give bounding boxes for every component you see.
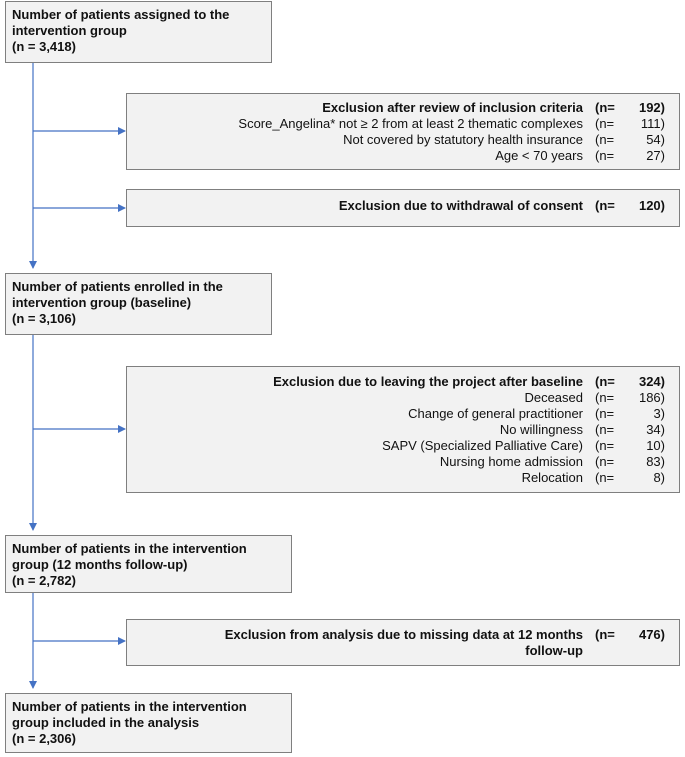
assigned-box: Number of patients assigned to the inter…	[5, 1, 272, 63]
n-value: 186)	[638, 390, 665, 405]
exclusion-title: Exclusion after review of inclusion crit…	[322, 100, 583, 115]
n-prefix: (n=	[595, 390, 615, 405]
enrolled-line2: intervention group (baseline)	[12, 295, 192, 310]
enrolled-line1: Number of patients enrolled in the	[12, 279, 223, 294]
followup-box: Number of patients in the intervention g…	[5, 535, 292, 593]
exclusion-item-label: Relocation	[521, 470, 583, 485]
exclusion-missing-data-box: Exclusion from analysis due to missing d…	[126, 619, 680, 666]
exclusion-item: Not covered by statutory health insuranc…	[127, 132, 679, 148]
assigned-n: (n = 3,418)	[12, 39, 76, 54]
exclusion-item-label: Change of general practitioner	[408, 406, 583, 421]
exclusion-item: Deceased (n= 186)	[127, 390, 679, 406]
analysis-box: Number of patients in the intervention g…	[5, 693, 292, 753]
exclusion-missing-data-header: Exclusion from analysis due to missing d…	[127, 627, 679, 643]
n-prefix: (n=	[595, 454, 615, 469]
enrolled-n: (n = 3,106)	[12, 311, 76, 326]
exclusion-leaving-box: Exclusion due to leaving the project aft…	[126, 366, 680, 493]
exclusion-title: Exclusion due to leaving the project aft…	[273, 374, 583, 389]
exclusion-consent-box: Exclusion due to withdrawal of consent (…	[126, 189, 680, 227]
n-value: 54)	[646, 132, 665, 147]
n-value: 120)	[638, 198, 665, 213]
n-value: 476)	[638, 627, 665, 642]
n-value: 324)	[638, 374, 665, 389]
exclusion-inclusion-criteria-box: Exclusion after review of inclusion crit…	[126, 93, 680, 170]
exclusion-item: Score_Angelina* not ≥ 2 from at least 2 …	[127, 116, 679, 132]
assigned-line2: intervention group	[12, 23, 127, 38]
n-prefix: (n=	[595, 132, 615, 147]
followup-n: (n = 2,782)	[12, 573, 76, 588]
n-prefix: (n=	[595, 148, 615, 163]
exclusion-item: Relocation (n= 8)	[127, 470, 679, 486]
exclusion-item: No willingness (n= 34)	[127, 422, 679, 438]
n-value: 10)	[646, 438, 665, 453]
exclusion-item-label: Age < 70 years	[495, 148, 583, 163]
exclusion-leaving-header: Exclusion due to leaving the project aft…	[127, 374, 679, 390]
exclusion-item: Nursing home admission (n= 83)	[127, 454, 679, 470]
exclusion-item-label: Deceased	[524, 390, 583, 405]
analysis-line1: Number of patients in the intervention	[12, 699, 247, 714]
n-value: 111)	[640, 116, 665, 131]
n-value: 8)	[653, 470, 665, 485]
followup-line1: Number of patients in the intervention	[12, 541, 247, 556]
exclusion-title: Exclusion due to withdrawal of consent	[338, 198, 583, 213]
analysis-n: (n = 2,306)	[12, 731, 76, 746]
exclusion-item-label: Nursing home admission	[439, 454, 583, 469]
assigned-line1: Number of patients assigned to the	[12, 7, 230, 22]
n-prefix: (n=	[595, 116, 615, 131]
followup-line2: group (12 months follow-up)	[12, 557, 188, 572]
n-value: 192)	[638, 100, 665, 115]
exclusion-item: SAPV (Specialized Palliative Care) (n= 1…	[127, 438, 679, 454]
exclusion-consent-header: Exclusion due to withdrawal of consent (…	[127, 198, 679, 214]
enrolled-box: Number of patients enrolled in the inter…	[5, 273, 272, 335]
n-value: 3)	[653, 406, 665, 421]
exclusion-missing-data-line2: follow-up	[127, 643, 679, 659]
n-prefix: (n=	[595, 470, 615, 485]
n-prefix: (n=	[595, 438, 615, 453]
exclusion-title-line1: Exclusion from analysis due to missing d…	[224, 627, 583, 642]
n-prefix: (n=	[595, 100, 615, 115]
exclusion-title-line2: follow-up	[525, 643, 583, 658]
n-prefix: (n=	[595, 198, 615, 213]
exclusion-item-label: SAPV (Specialized Palliative Care)	[382, 438, 583, 453]
n-value: 27)	[646, 148, 665, 163]
exclusion-item: Age < 70 years (n= 27)	[127, 148, 679, 164]
exclusion-item-label: Score_Angelina* not ≥ 2 from at least 2 …	[238, 116, 583, 131]
n-prefix: (n=	[595, 374, 615, 389]
n-prefix: (n=	[595, 627, 615, 642]
exclusion-item-label: No willingness	[499, 422, 583, 437]
exclusion-item-label: Not covered by statutory health insuranc…	[343, 132, 583, 147]
n-value: 34)	[646, 422, 665, 437]
n-value: 83)	[646, 454, 665, 469]
n-prefix: (n=	[595, 422, 615, 437]
n-prefix: (n=	[595, 406, 615, 421]
exclusion-item: Change of general practitioner (n= 3)	[127, 406, 679, 422]
exclusion-inclusion-criteria-header: Exclusion after review of inclusion crit…	[127, 100, 679, 116]
analysis-line2: group included in the analysis	[12, 715, 200, 730]
